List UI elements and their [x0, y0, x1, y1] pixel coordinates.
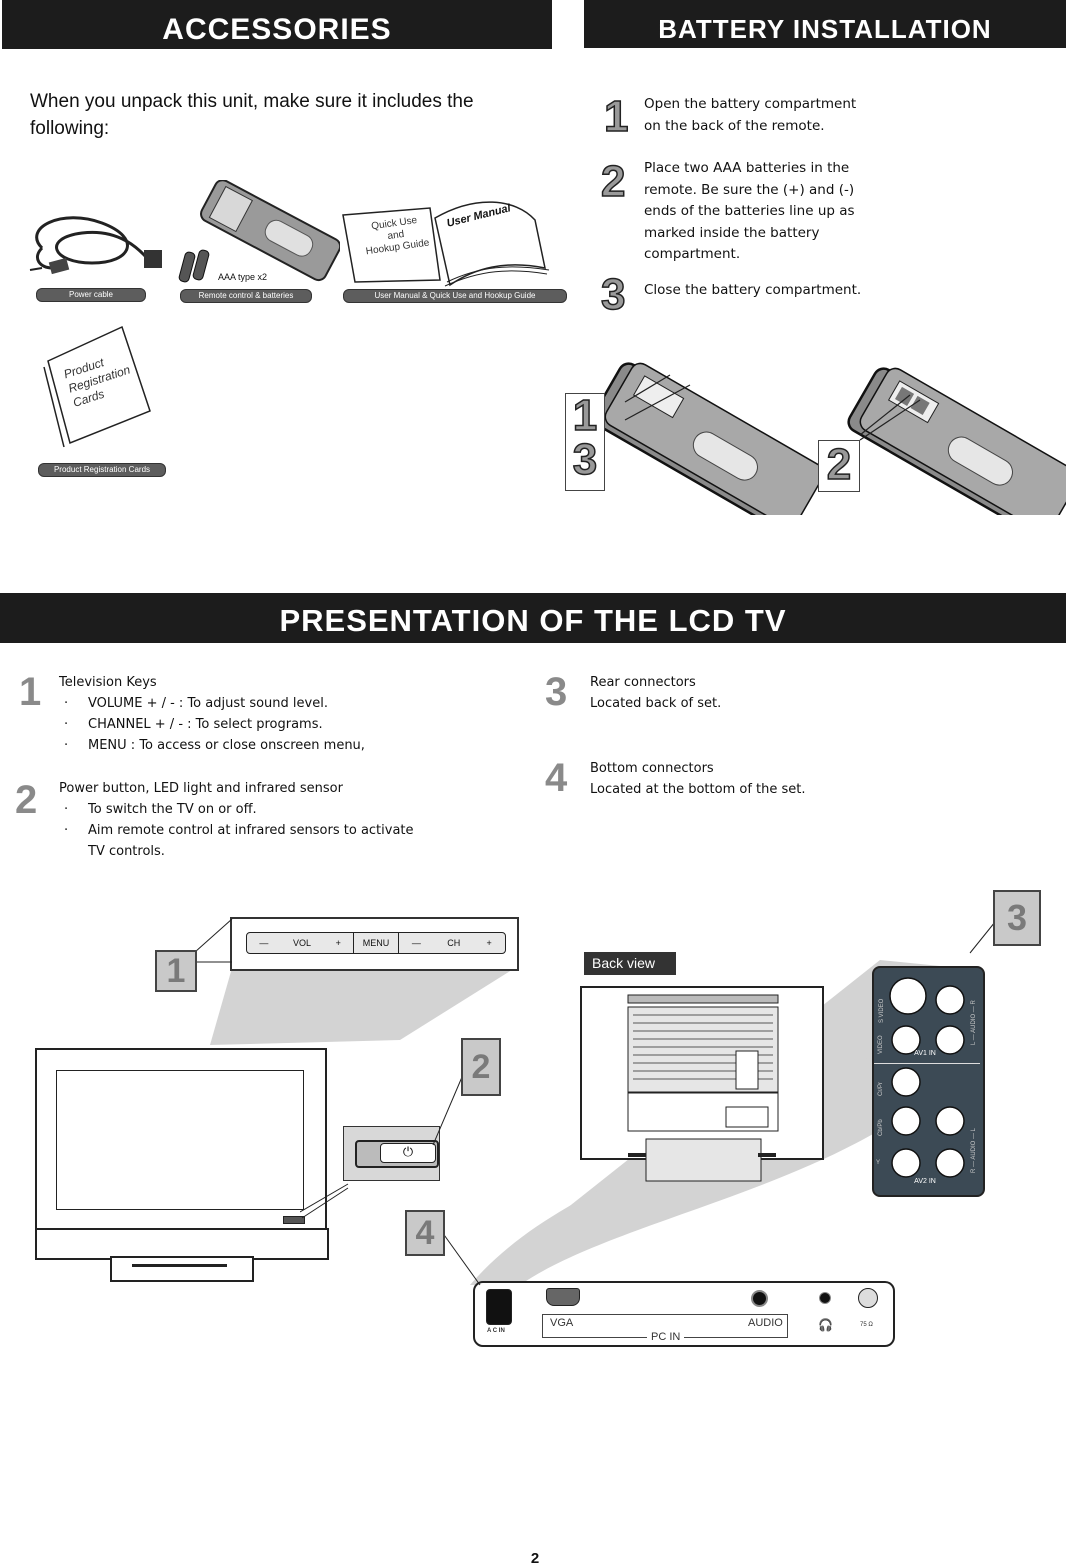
registration-cards-illustration: [43, 325, 151, 448]
volume-plus-key[interactable]: +: [335, 938, 341, 948]
menu-key[interactable]: MENU: [354, 933, 399, 953]
rear-connector-panel: [872, 966, 985, 1197]
battery-step-3-number: 3: [600, 270, 626, 319]
item-1-bullet-1-text: VOLUME + / - : To adjust sound level.: [88, 696, 328, 711]
callout-1-leader: [194, 918, 233, 963]
callout-4: 4: [405, 1210, 445, 1256]
manuals-illustration: [342, 201, 550, 287]
antenna-label: 75 Ω: [860, 1322, 873, 1328]
tv-screen: [56, 1070, 304, 1210]
callout-4-leader: [441, 1231, 481, 1286]
rear-connector-jacks: [889, 977, 965, 1178]
battery-step-2-text: Place two AAA batteries in the remote. B…: [644, 160, 855, 262]
power-button[interactable]: ⏻: [380, 1143, 436, 1163]
callout-3: 3: [993, 890, 1041, 946]
presentation-item-1-title: Television Keys: [59, 675, 157, 690]
item-1-bullet-2-text: CHANNEL + / - : To select programs.: [88, 717, 323, 732]
callout-1: 1: [155, 950, 197, 992]
callout-2-leader: [300, 1069, 466, 1219]
power-cable-illustration: [29, 216, 162, 275]
video-label: VIDEO: [878, 1035, 884, 1054]
menu-key-label: MENU: [362, 938, 390, 948]
accessories-title: Accessories: [162, 13, 392, 46]
crpr-label: Cr/Pr: [878, 1082, 884, 1096]
battery-figure-callout-a: 1 3: [565, 393, 605, 491]
tv-stand-slot: [132, 1264, 227, 1267]
presentation-item-4-title: Bottom connectors: [590, 761, 714, 776]
audio-label: AUDIO: [748, 1317, 783, 1329]
ac-in-label: A C IN: [487, 1328, 505, 1334]
remote-illustration: [178, 180, 340, 283]
presentation-item-4-number: 4: [545, 756, 568, 800]
manuals-label: User Manual & Quick Use and Hookup Guide: [343, 289, 567, 303]
volume-key-label: VOL: [292, 938, 311, 948]
battery-figure-num-3: 3: [572, 435, 598, 484]
vga-port: [546, 1288, 580, 1306]
power-cable-label: Power cable: [36, 288, 146, 302]
channel-plus-key[interactable]: +: [486, 938, 492, 948]
presentation-item-3-number: 3: [545, 670, 568, 714]
tv-stand: [110, 1256, 254, 1282]
callout-3-leader: [969, 921, 996, 954]
item-1-bullet-1: ·VOLUME + / - : To adjust sound level.: [64, 696, 328, 711]
antenna-jack: [858, 1288, 878, 1308]
presentation-title: Presentation of the LCD TV: [279, 603, 787, 638]
channel-minus-key[interactable]: —: [411, 938, 421, 948]
remote-label: Remote control & batteries: [180, 289, 312, 303]
presentation-item-3-sub: Located back of set.: [590, 696, 722, 711]
vga-label: VGA: [550, 1317, 574, 1329]
back-view-label: Back view: [584, 952, 676, 975]
tv-power-led[interactable]: [283, 1216, 305, 1224]
headphone-jack: [819, 1292, 831, 1304]
battery-figure-num-2: 2: [826, 440, 852, 490]
item-2-bullet-1: ·To switch the TV on or off.: [64, 802, 257, 817]
y-label: Y: [876, 1160, 881, 1166]
presentation-item-2-title: Power button, LED light and infrared sen…: [59, 781, 343, 796]
item-2-bullet-1-text: To switch the TV on or off.: [88, 802, 257, 817]
presentation-item-3-title: Rear connectors: [590, 675, 696, 690]
svideo-label: S VIDEO: [879, 998, 885, 1023]
callout-2: 2: [461, 1038, 501, 1096]
tv-back-illustration: [580, 986, 824, 1182]
channel-key-group[interactable]: — CH +: [399, 933, 505, 953]
headphone-icon: 🎧: [818, 1318, 833, 1332]
page-number: 2: [530, 1550, 540, 1567]
audio-top-label: L — AUDIO — R: [971, 1000, 977, 1045]
item-1-bullet-3: ·MENU : To access or close onscreen menu…: [64, 738, 365, 753]
item-2-bullet-2-text: Aim remote control at infrared sensors t…: [88, 823, 414, 859]
volume-minus-key[interactable]: —: [259, 938, 269, 948]
battery-header: Battery Installation: [584, 0, 1066, 48]
presentation-item-1-number: 1: [19, 670, 42, 714]
channel-key-label: CH: [447, 938, 461, 948]
power-icon: ⏻: [402, 1145, 414, 1160]
battery-title: Battery Installation: [658, 14, 992, 44]
ac-in-socket: [486, 1289, 512, 1325]
remote-back-illustration: [592, 362, 1066, 515]
key-panel: — VOL + MENU — CH +: [246, 932, 506, 954]
battery-step-1-number: 1: [603, 92, 629, 141]
rear-panel-divider: [874, 1063, 980, 1064]
presentation-item-4-sub: Located at the bottom of the set.: [590, 782, 806, 797]
item-2-bullet-2: ·Aim remote control at infrared sensors …: [64, 820, 424, 862]
pc-audio-jack: [751, 1290, 768, 1307]
battery-step-3-text: Close the battery compartment.: [644, 282, 862, 298]
cbpb-label: Cb/Pb: [878, 1119, 884, 1136]
audio-bottom-label: R — AUDIO — L: [971, 1127, 977, 1173]
presentation-header: Presentation of the LCD TV: [0, 593, 1066, 643]
av2-in-label: AV2 IN: [914, 1178, 936, 1185]
battery-figure-callout-b: 2: [818, 440, 860, 492]
item-1-bullet-2: ·CHANNEL + / - : To select programs.: [64, 717, 323, 732]
battery-figure-num-1: 1: [572, 391, 598, 440]
pc-in-label: PC IN: [647, 1331, 685, 1343]
accessories-intro: When you unpack this unit, make sure it …: [30, 91, 474, 139]
battery-step-2-number: 2: [600, 157, 626, 206]
aaa-battery-text: AAA type x2: [218, 272, 268, 282]
item-1-bullet-3-text: MENU : To access or close onscreen menu,: [88, 738, 365, 753]
registration-label: Product Registration Cards: [38, 463, 166, 477]
av1-in-label: AV1 IN: [914, 1050, 936, 1057]
battery-step-1-text: Open the battery compartment on the back…: [644, 96, 857, 134]
volume-key-group[interactable]: — VOL +: [247, 933, 355, 953]
accessories-header: Accessories: [2, 0, 552, 49]
presentation-item-2-number: 2: [15, 778, 38, 822]
